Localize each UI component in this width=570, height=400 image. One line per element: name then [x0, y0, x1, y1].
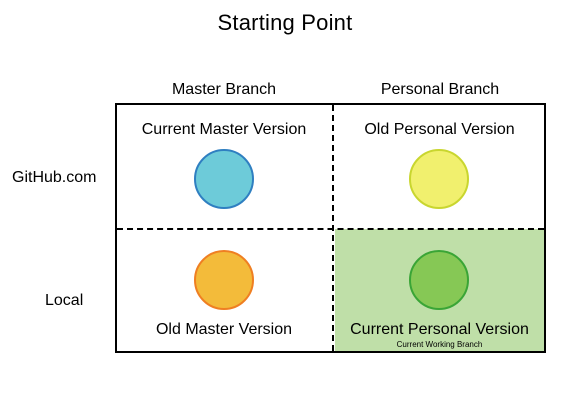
version-circle-github-master	[194, 149, 254, 209]
quadrant-label-local-personal: Current Personal Version	[350, 321, 529, 338]
version-circle-local-master	[194, 250, 254, 310]
quadrant-label-local-master: Old Master Version	[155, 321, 293, 338]
version-circle-local-personal	[409, 250, 469, 310]
row-header-github: GitHub.com	[12, 169, 97, 186]
branch-grid	[115, 103, 546, 353]
quadrant-sublabel-local-personal: Current Working Branch	[396, 340, 483, 349]
row-header-local: Local	[45, 292, 84, 309]
column-header-personal: Personal Branch	[380, 81, 500, 98]
quadrant-label-github-master: Current Master Version	[141, 121, 307, 138]
version-circle-github-personal	[409, 149, 469, 209]
column-header-master: Master Branch	[171, 81, 277, 98]
diagram-title: Starting Point	[217, 10, 353, 35]
quadrant-label-github-personal: Old Personal Version	[364, 121, 515, 138]
row-divider	[117, 228, 544, 230]
